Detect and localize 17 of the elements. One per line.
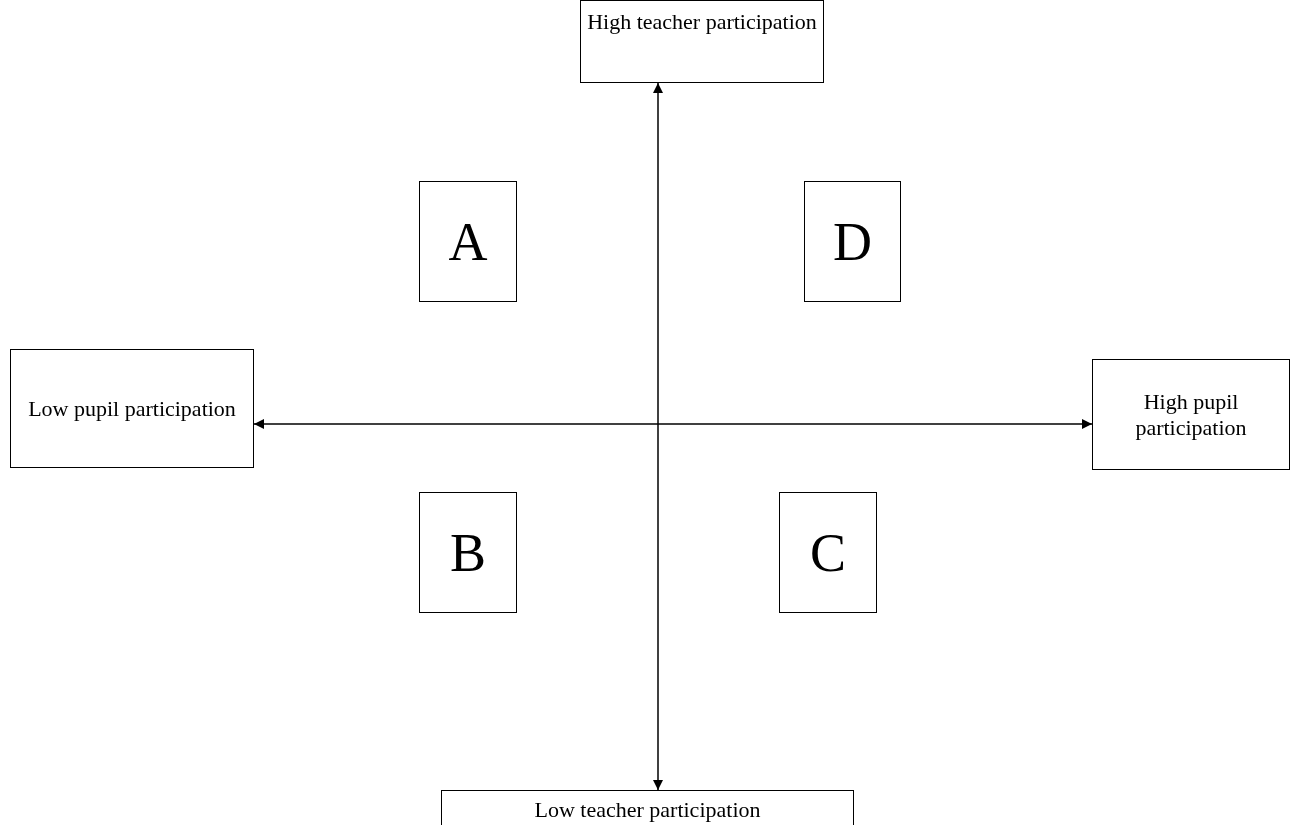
box-label: Low teacher participation xyxy=(534,797,761,823)
box-label: D xyxy=(833,210,872,273)
box-label: Low pupil participation xyxy=(28,395,236,422)
label-box xyxy=(1092,359,1290,470)
box-label: High pupil participation xyxy=(1134,388,1248,441)
label-box xyxy=(419,492,517,613)
double-arrow xyxy=(653,82,663,791)
label-box xyxy=(779,492,877,613)
box-label: B xyxy=(450,521,486,584)
box-label: A xyxy=(448,210,488,273)
label-box xyxy=(580,0,824,83)
box-label: High teacher participation xyxy=(587,9,817,35)
double-arrow xyxy=(253,419,1093,429)
label-box xyxy=(804,181,901,302)
label-box xyxy=(419,181,517,302)
label-box xyxy=(10,349,254,468)
box-label: C xyxy=(810,521,846,584)
